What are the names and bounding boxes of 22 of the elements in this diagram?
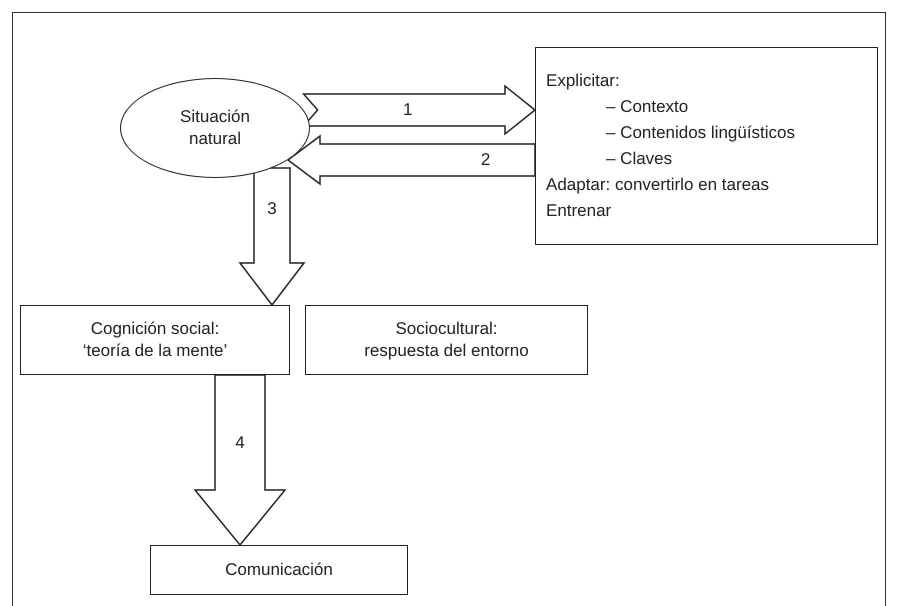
block-arrow	[302, 84, 536, 136]
edge-label: 1	[403, 100, 412, 120]
node-text: – Contexto	[605, 96, 688, 118]
process-box	[20, 305, 290, 375]
block-arrow	[193, 374, 287, 546]
edge-label: 4	[235, 433, 245, 453]
node-text: Comunicación	[225, 559, 333, 581]
node-text: Explicitar:	[546, 70, 620, 92]
block-arrow	[286, 134, 536, 186]
node-text: Sociocultural: respuesta del entorno	[363, 318, 530, 362]
process-box	[150, 545, 408, 595]
node-text: Adaptar: convertirlo en tareas	[546, 174, 770, 196]
block-arrow	[238, 167, 306, 306]
node-text: Situación natural	[179, 106, 251, 150]
node-text: – Contenidos lingüísticos	[605, 122, 796, 144]
process-box	[305, 305, 588, 375]
text-box	[535, 47, 878, 245]
edge-label: 2	[480, 150, 490, 170]
node-text: – Claves	[605, 148, 672, 170]
node-text: Cognición social: ‘teoría de la mente’	[82, 318, 228, 362]
node-text: Entrenar	[546, 200, 612, 222]
edge-label: 3	[267, 199, 277, 220]
